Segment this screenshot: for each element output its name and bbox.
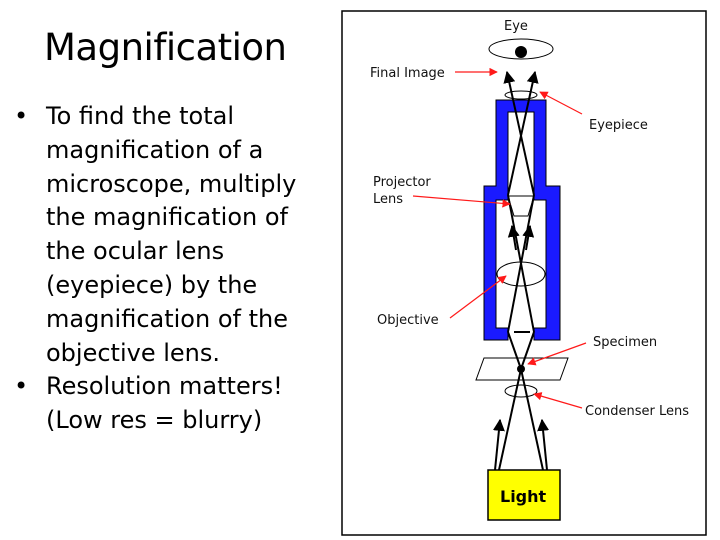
projector-lens	[507, 195, 535, 217]
projector-lens-label-1: Projector	[373, 175, 431, 190]
bullet-text-1: To find the total magnification of a mic…	[46, 102, 297, 367]
eyepiece-lens	[504, 90, 538, 100]
microscope-tube	[483, 99, 561, 341]
eye-label: Eye	[504, 19, 528, 34]
bullet-text-2: Resolution matters! (Low res = blurry)	[46, 372, 283, 435]
pointer-arrows	[412, 67, 587, 409]
light-box	[487, 469, 561, 521]
condenser-arrows	[492, 418, 550, 471]
light-label: Light	[500, 487, 547, 506]
objective-label: Objective	[377, 313, 439, 328]
specimen-label: Specimen	[593, 335, 657, 350]
slide-title: Magnification	[44, 26, 287, 69]
tube-arrows	[507, 224, 535, 251]
bullet-dot: •	[14, 102, 29, 130]
eye-pupil	[515, 46, 527, 58]
bullet-dot: •	[14, 372, 29, 401]
condenser-lens-label: Condenser Lens	[585, 404, 689, 419]
bullet-item: • Resolution matters! (Low res = blurry)	[14, 370, 334, 438]
condenser-lens	[504, 384, 538, 398]
final-image-label: Final Image	[370, 66, 445, 81]
bullet-list: • To find the total magnification of a mi…	[14, 100, 334, 438]
light-rays	[498, 70, 544, 471]
eyepiece-label: Eyepiece	[589, 118, 648, 133]
projector-lens-label-2: Lens	[373, 192, 403, 207]
bullet-item: • To find the total magnification of a mi…	[14, 100, 334, 370]
